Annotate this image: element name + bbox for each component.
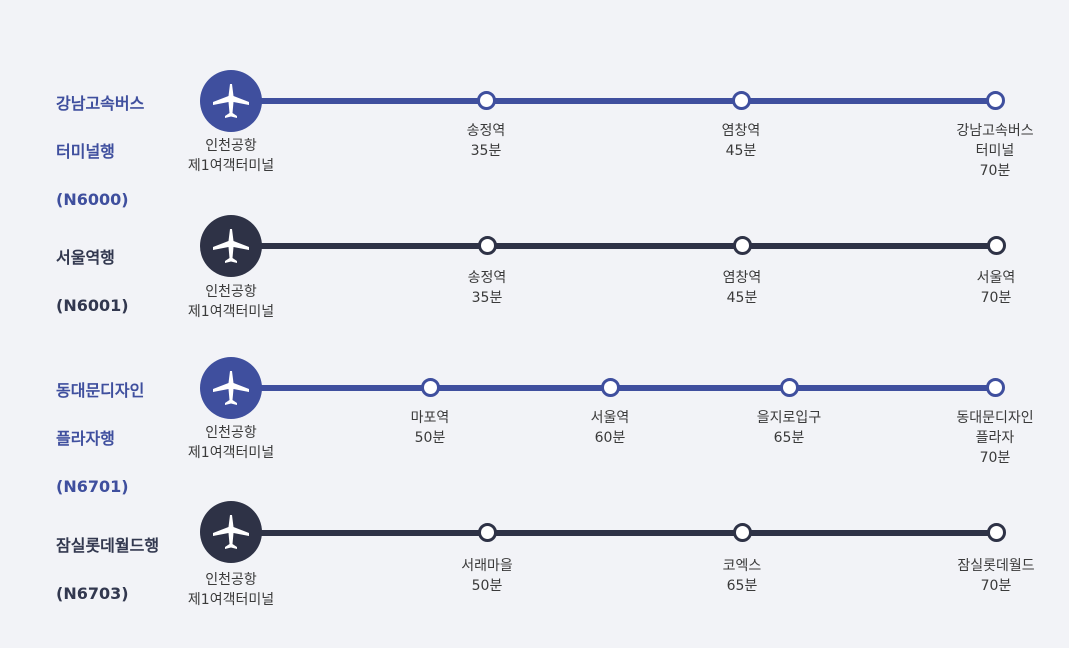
stop-marker[interactable] [985,91,1005,110]
stop-marker[interactable] [477,523,497,542]
route-title-line: 터미널행 [56,142,115,161]
airplane-icon [200,215,262,277]
route-title-line: 잠실롯데월드행 [56,536,160,555]
route-title-line: 동대문디자인 [56,381,145,400]
route-line [231,243,997,249]
stop-marker[interactable] [732,236,752,255]
airplane-icon [200,501,262,563]
stop-marker[interactable] [600,378,620,397]
route-line [231,530,997,536]
route-title-line: 서울역행 [56,248,115,267]
route-title[interactable]: 동대문디자인 플라자행 (N6701) [56,355,144,523]
route-line [231,98,997,104]
stop-marker[interactable] [779,378,799,397]
stop-marker[interactable] [477,236,497,255]
stop-marker[interactable] [420,378,440,397]
stop-marker[interactable] [732,523,752,542]
airplane-icon [200,357,262,419]
route-title-line: (N6000) [56,190,129,209]
route-title-line: (N6001) [56,296,129,315]
stop-marker[interactable] [986,523,1006,542]
stop-marker[interactable] [731,91,751,110]
route-title-line: 강남고속버스 [56,94,145,113]
route-title-line: (N6703) [56,584,129,603]
route-title[interactable]: 강남고속버스 터미널행 (N6000) [56,68,144,236]
route-title-line: 플라자행 [56,429,115,448]
route-title[interactable]: 잠실롯데월드행 (N6703) [56,510,159,630]
stop-marker[interactable] [476,91,496,110]
airplane-icon [200,70,262,132]
route-title[interactable]: 서울역행 (N6001) [56,222,129,342]
route-title-line: (N6701) [56,477,129,496]
stop-marker[interactable] [985,378,1005,397]
stop-marker[interactable] [986,236,1006,255]
